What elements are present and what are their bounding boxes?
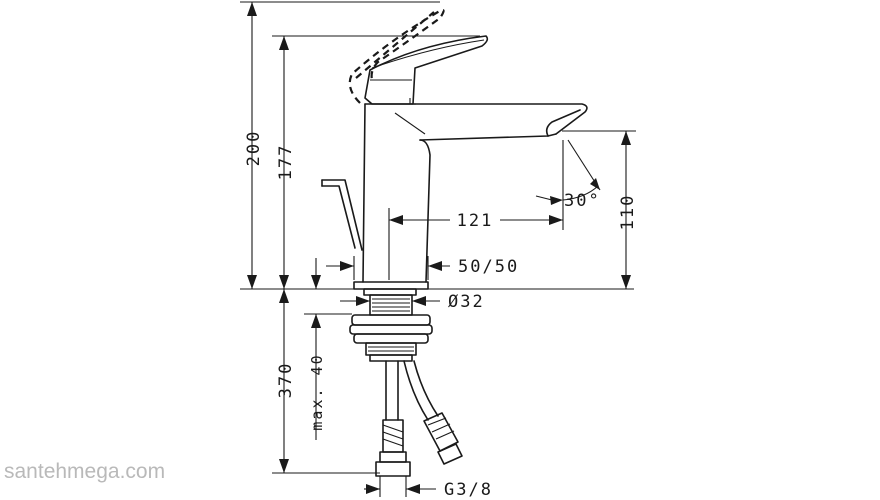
dimension-200 xyxy=(247,2,257,289)
label-200: 200 xyxy=(244,130,264,167)
dimension-angle-30 xyxy=(535,139,601,205)
dimension-121 xyxy=(389,215,563,225)
label-30-degrees: 30° xyxy=(564,191,601,211)
threaded-shank xyxy=(349,294,433,362)
reference-lines xyxy=(240,1,636,474)
popup-rod xyxy=(321,179,363,251)
dimension-110 xyxy=(621,131,631,289)
label-370: 370 xyxy=(276,362,296,399)
faucet-outline xyxy=(362,98,588,283)
watermark: santehmega.com xyxy=(4,460,165,483)
label-max-40: max. 40 xyxy=(308,353,326,430)
dimension-g3-8 xyxy=(364,476,436,497)
flex-hoses xyxy=(375,360,463,477)
dimension-diameter-32 xyxy=(340,296,440,306)
label-50-50: 50/50 xyxy=(458,257,519,277)
lever-handle xyxy=(364,35,489,105)
label-110: 110 xyxy=(618,194,638,231)
dimension-370 xyxy=(279,289,289,473)
dimension-177 xyxy=(279,36,289,289)
label-g3-8: G3/8 xyxy=(444,480,493,500)
dimension-max-40 xyxy=(311,258,321,440)
label-177: 177 xyxy=(276,144,296,181)
lever-handle-raised xyxy=(348,8,445,104)
label-diameter-32: Ø32 xyxy=(448,292,485,312)
label-121: 121 xyxy=(457,211,494,231)
dimension-50-50 xyxy=(326,256,450,280)
